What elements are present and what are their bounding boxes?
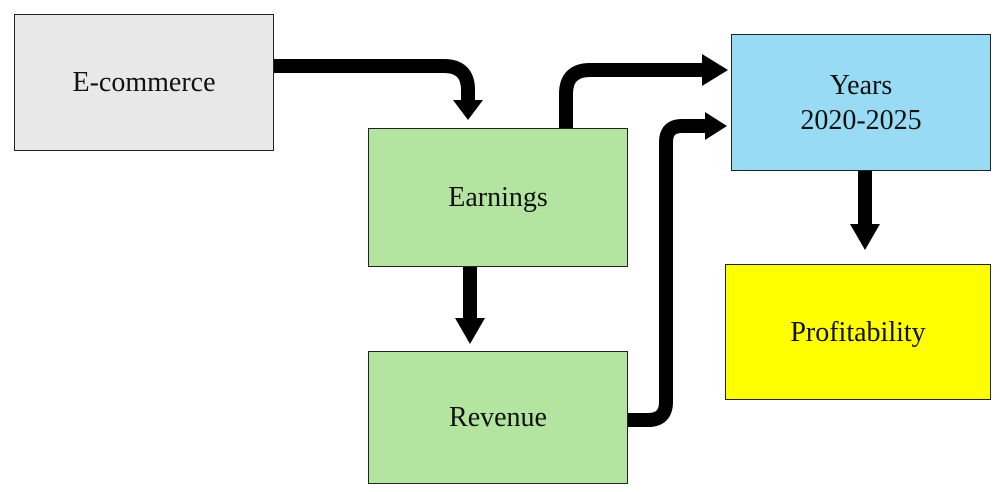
node-earnings: Earnings (368, 128, 628, 267)
node-revenue: Revenue (368, 351, 628, 484)
arrow-earnings-to-years (559, 63, 706, 128)
node-ecommerce: E-commerce (14, 14, 274, 151)
arrowhead (850, 224, 880, 250)
node-label: Years 2020-2025 (800, 69, 922, 136)
arrowhead (455, 318, 485, 344)
arrow-revenue-to-years (627, 119, 708, 427)
arrow-ecommerce-to-earnings (273, 59, 475, 104)
arrowhead (453, 100, 483, 120)
node-label: E-commerce (72, 67, 216, 98)
node-label: Earnings (448, 182, 548, 213)
node-profitability: Profitability (725, 264, 991, 400)
arrowhead (705, 112, 727, 140)
node-label: Revenue (449, 402, 547, 433)
node-years: Years 2020-2025 (731, 34, 991, 171)
node-label: Profitability (790, 316, 926, 348)
arrowhead (702, 54, 728, 86)
